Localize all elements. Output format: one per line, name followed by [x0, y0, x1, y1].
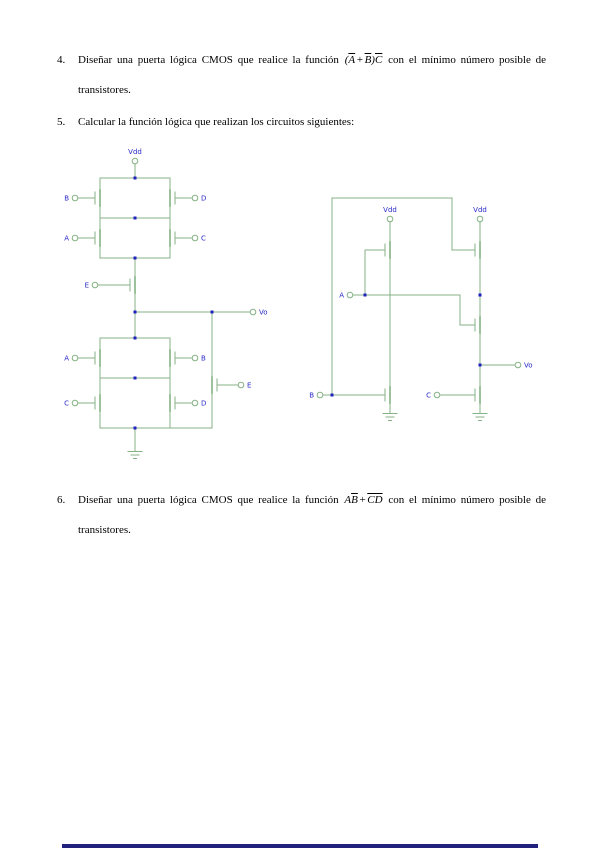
junction-dot	[478, 293, 482, 297]
exercise-6-formula: AB+CD	[343, 494, 383, 506]
exercise-5-number: 5.	[57, 116, 66, 128]
formula6-cd: CD	[367, 494, 383, 506]
c1-input-e-label: E	[85, 282, 89, 290]
nmos-transistor-b	[169, 349, 176, 367]
pmos-transistor-e	[129, 276, 136, 294]
c2-input-c-label: C	[426, 392, 431, 400]
ground-symbol	[127, 447, 143, 459]
exercise-4-formula: (A+B)C	[344, 54, 384, 66]
pmos-transistor-right-top	[474, 241, 481, 259]
c1-input-d2-label: D	[201, 400, 206, 408]
circuits-figure: Vdd B D A C E Vo A B C D E	[64, 148, 533, 459]
junction-dot	[133, 376, 137, 380]
formula4-plus: +	[356, 54, 364, 66]
vdd-terminal-left	[386, 215, 394, 223]
vdd-terminal	[131, 157, 139, 165]
input-terminal-a2	[71, 354, 79, 362]
nmos-transistor-c	[94, 394, 101, 412]
exercise-6-number: 6.	[57, 494, 66, 506]
exercise-5: 5. Calcular la función lógica que realiz…	[57, 116, 546, 129]
c1-wires	[77, 163, 251, 449]
c2-output-vo-label: Vo	[524, 362, 533, 370]
formula4-a: A	[348, 54, 356, 66]
exercise-4-text-post: con el mínimo número posible de	[388, 54, 547, 66]
input-terminal-e	[91, 281, 99, 289]
junction-dot	[133, 176, 137, 180]
c1-output-vo-label: Vo	[259, 309, 268, 317]
input-terminal-b	[71, 194, 79, 202]
input-terminal-d	[191, 194, 199, 202]
input-terminal-c	[433, 391, 441, 399]
exercise-6-text-pre: Diseñar una puerta lógica CMOS que reali…	[78, 494, 339, 506]
input-terminal-b2	[191, 354, 199, 362]
page-bottom-bar	[62, 844, 538, 848]
c1-input-a-label: A	[64, 235, 69, 243]
c1-input-d-label: D	[201, 195, 206, 203]
pmos-transistor-d	[169, 189, 176, 207]
nmos-transistor-d	[169, 394, 176, 412]
nmos-transistor-left	[384, 386, 391, 404]
pmos-transistor-c	[169, 229, 176, 247]
exercise-6-text-post: con el mínimo número posible de	[388, 494, 547, 506]
pmos-transistor-right-bottom	[474, 316, 481, 334]
junction-dot	[330, 393, 334, 397]
exercise-4: 4. Diseñar una puerta lógica CMOS que re…	[57, 54, 546, 97]
nmos-transistor-a	[94, 349, 101, 367]
nmos-transistor-right	[474, 386, 481, 404]
junction-dot	[133, 426, 137, 430]
c1-input-c-label: C	[201, 235, 206, 243]
input-terminal-e2	[237, 381, 245, 389]
formula4-b: B	[364, 54, 372, 66]
circuit-diagram-2: Vdd Vdd A B C Vo	[309, 197, 533, 421]
c2-vdd-right-label: Vdd	[473, 206, 487, 214]
input-terminal-c	[191, 234, 199, 242]
junction-dot	[210, 310, 214, 314]
formula6-a: A	[344, 494, 352, 506]
exercise-5-text: Calcular la función lógica que realizan …	[78, 116, 355, 128]
exercise-4-number: 4.	[57, 54, 66, 66]
junction-dot	[133, 310, 137, 314]
junction-dot	[478, 363, 482, 367]
exercise-4-line1: Diseñar una puerta lógica CMOS que reali…	[78, 54, 546, 67]
junction-dot	[363, 293, 367, 297]
formula4-c: C	[374, 54, 383, 66]
formula4-close-paren: )	[371, 54, 375, 66]
c1-input-a2-label: A	[64, 355, 69, 363]
exercise-6-line2: transistores.	[78, 524, 131, 536]
input-terminal-a	[346, 291, 354, 299]
c2-wires	[322, 197, 516, 411]
junction-dot	[133, 216, 137, 220]
c2-input-b-label: B	[309, 392, 314, 400]
output-terminal-vo	[249, 308, 257, 316]
exercise-4-line2: transistores.	[78, 84, 131, 96]
pmos-transistor-left	[384, 241, 391, 259]
c1-vdd-label: Vdd	[128, 148, 142, 156]
ground-symbol	[382, 409, 398, 421]
nmos-transistor-e	[211, 376, 218, 394]
exercise-6-line1: Diseñar una puerta lógica CMOS que reali…	[78, 494, 546, 507]
formula4-open-paren: (	[344, 54, 349, 66]
c2-vdd-left-label: Vdd	[383, 206, 397, 214]
c2-input-a-label: A	[339, 292, 344, 300]
vdd-terminal-right	[476, 215, 484, 223]
formula6-plus: +	[358, 494, 367, 506]
c1-input-e2-label: E	[247, 382, 251, 390]
pmos-transistor-b	[94, 189, 101, 207]
junction-dot	[133, 336, 137, 340]
exercise-6: 6. Diseñar una puerta lógica CMOS que re…	[57, 494, 546, 537]
input-terminal-b	[316, 391, 324, 399]
circuit-diagram-1: Vdd B D A C E Vo A B C D E	[64, 148, 268, 459]
input-terminal-d2	[191, 399, 199, 407]
input-terminal-a	[71, 234, 79, 242]
exercise-4-text-pre: Diseñar una puerta lógica CMOS que reali…	[78, 54, 339, 66]
ground-symbol	[472, 409, 488, 421]
formula6-b: B	[351, 494, 358, 506]
c1-input-b2-label: B	[201, 355, 206, 363]
input-terminal-c2	[71, 399, 79, 407]
c1-input-c2-label: C	[64, 400, 69, 408]
c1-input-b-label: B	[64, 195, 69, 203]
output-terminal-vo	[514, 361, 522, 369]
junction-dot	[133, 256, 137, 260]
pmos-transistor-a	[94, 229, 101, 247]
